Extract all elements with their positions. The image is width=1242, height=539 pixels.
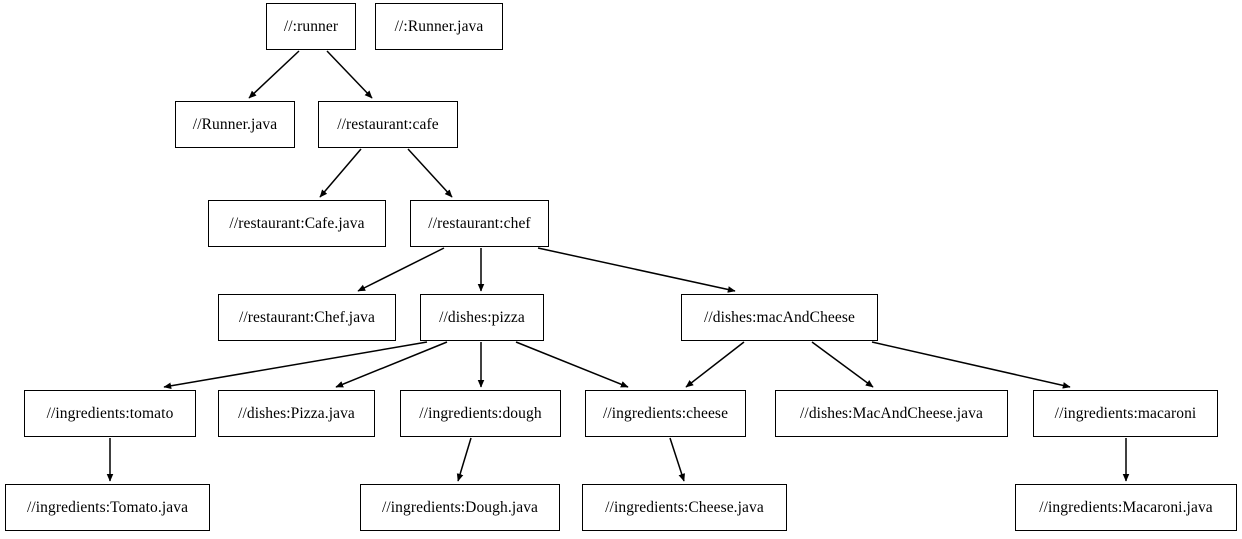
graph-edge-restaurant_chef-to-restaurant_chef_java: [357, 247, 445, 292]
graph-node-restaurant_chef[interactable]: //restaurant:chef: [410, 200, 549, 247]
graph-node-label: //ingredients:cheese: [602, 404, 729, 422]
graph-node-ingredients_dough_java[interactable]: //ingredients:Dough.java: [360, 484, 560, 531]
graph-node-dishes_macandcheese[interactable]: //dishes:macAndCheese: [681, 294, 878, 341]
graph-edge-dishes_pizza-to-ingredients_cheese: [515, 341, 629, 388]
graph-node-runner[interactable]: //:runner: [266, 3, 356, 50]
graph-node-dishes_macandcheese_java[interactable]: //dishes:MacAndCheese.java: [775, 390, 1008, 437]
graph-node-label: //:Runner.java: [394, 17, 484, 35]
graph-edge-runner-to-restaurant_cafe: [326, 50, 373, 99]
graph-node-ingredients_tomato_java[interactable]: //ingredients:Tomato.java: [5, 484, 210, 531]
graph-edge-restaurant_chef-to-dishes_macandcheese: [537, 247, 736, 293]
graph-edge-dishes_pizza-to-dishes_pizza_java: [335, 341, 448, 388]
graph-node-label: //Runner.java: [192, 115, 278, 133]
graph-node-label: //restaurant:Chef.java: [238, 308, 376, 326]
graph-node-restaurant_chef_java[interactable]: //restaurant:Chef.java: [218, 294, 396, 341]
graph-node-label: //ingredients:tomato: [46, 404, 174, 422]
graph-node-label: //:runner: [283, 17, 339, 35]
graph-edge-restaurant_cafe-to-restaurant_cafe_java: [319, 148, 362, 198]
graph-edge-ingredients_dough-to-ingredients_dough_java: [456, 437, 472, 482]
graph-edge-dishes_macandcheese-to-dishes_macandcheese_java: [811, 341, 874, 388]
graph-node-restaurant_cafe[interactable]: //restaurant:cafe: [318, 101, 458, 148]
graph-node-label: //dishes:Pizza.java: [238, 404, 355, 422]
graph-node-restaurant_cafe_java[interactable]: //restaurant:Cafe.java: [208, 200, 386, 247]
graph-node-runner_java_root[interactable]: //:Runner.java: [375, 3, 503, 50]
graph-node-runner_java[interactable]: //Runner.java: [175, 101, 295, 148]
graph-node-label: //ingredients:Cheese.java: [605, 498, 764, 516]
graph-node-label: //ingredients:dough: [419, 404, 542, 422]
graph-node-ingredients_macaroni_java[interactable]: //ingredients:Macaroni.java: [1015, 484, 1237, 531]
graph-node-ingredients_dough[interactable]: //ingredients:dough: [400, 390, 561, 437]
graph-node-label: //dishes:pizza: [439, 308, 525, 326]
graph-node-ingredients_cheese[interactable]: //ingredients:cheese: [585, 390, 746, 437]
graph-edge-dishes_pizza-to-ingredients_tomato: [163, 341, 428, 390]
graph-node-dishes_pizza_java[interactable]: //dishes:Pizza.java: [218, 390, 375, 437]
graph-edge-restaurant_cafe-to-restaurant_chef: [407, 148, 453, 198]
graph-node-label: //ingredients:macaroni: [1054, 404, 1197, 422]
graph-node-ingredients_tomato[interactable]: //ingredients:tomato: [24, 390, 196, 437]
graph-node-label: //dishes:MacAndCheese.java: [800, 404, 983, 422]
graph-edge-dishes_macandcheese-to-ingredients_macaroni: [871, 341, 1071, 389]
graph-node-label: //ingredients:Macaroni.java: [1039, 498, 1213, 516]
graph-node-ingredients_cheese_java[interactable]: //ingredients:Cheese.java: [582, 484, 787, 531]
graph-node-label: //restaurant:chef: [428, 214, 531, 232]
graph-edge-runner-to-runner_java: [248, 50, 300, 99]
graph-node-ingredients_macaroni[interactable]: //ingredients:macaroni: [1033, 390, 1218, 437]
graph-edge-dishes_macandcheese-to-ingredients_cheese: [685, 341, 745, 388]
graph-edge-ingredients_cheese-to-ingredients_cheese_java: [669, 437, 685, 482]
graph-node-label: //ingredients:Dough.java: [381, 498, 539, 516]
graph-node-label: //ingredients:Tomato.java: [26, 498, 189, 516]
graph-node-label: //dishes:macAndCheese: [703, 308, 856, 326]
graph-node-label: //restaurant:cafe: [337, 115, 439, 133]
graph-node-dishes_pizza[interactable]: //dishes:pizza: [420, 294, 544, 341]
graph-node-label: //restaurant:Cafe.java: [229, 214, 365, 232]
